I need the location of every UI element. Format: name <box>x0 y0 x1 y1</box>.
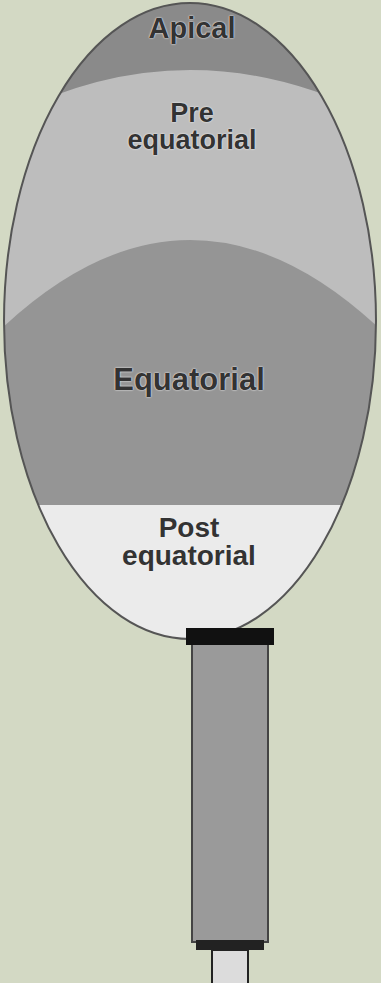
region-band: Equatorial <box>49 364 329 395</box>
post-equatorial-band <box>0 505 381 665</box>
equatorial-band <box>0 240 381 505</box>
pre-equatorial-band <box>0 0 381 660</box>
shaft-end <box>196 940 264 950</box>
region-band: Apical <box>82 14 302 43</box>
region-label: Apical <box>82 14 302 43</box>
handle-shaft <box>192 644 268 942</box>
tip-outline <box>4 3 376 639</box>
tip-regions <box>0 0 381 665</box>
region-label: Pre equatorial <box>112 100 272 154</box>
handle-collar <box>186 628 274 645</box>
connector-stem <box>212 950 248 983</box>
region-band: Post equatorial <box>94 514 284 570</box>
region-band: Pre equatorial <box>112 100 272 154</box>
region-label: Post equatorial <box>94 514 284 570</box>
region-label: Equatorial <box>49 364 329 395</box>
